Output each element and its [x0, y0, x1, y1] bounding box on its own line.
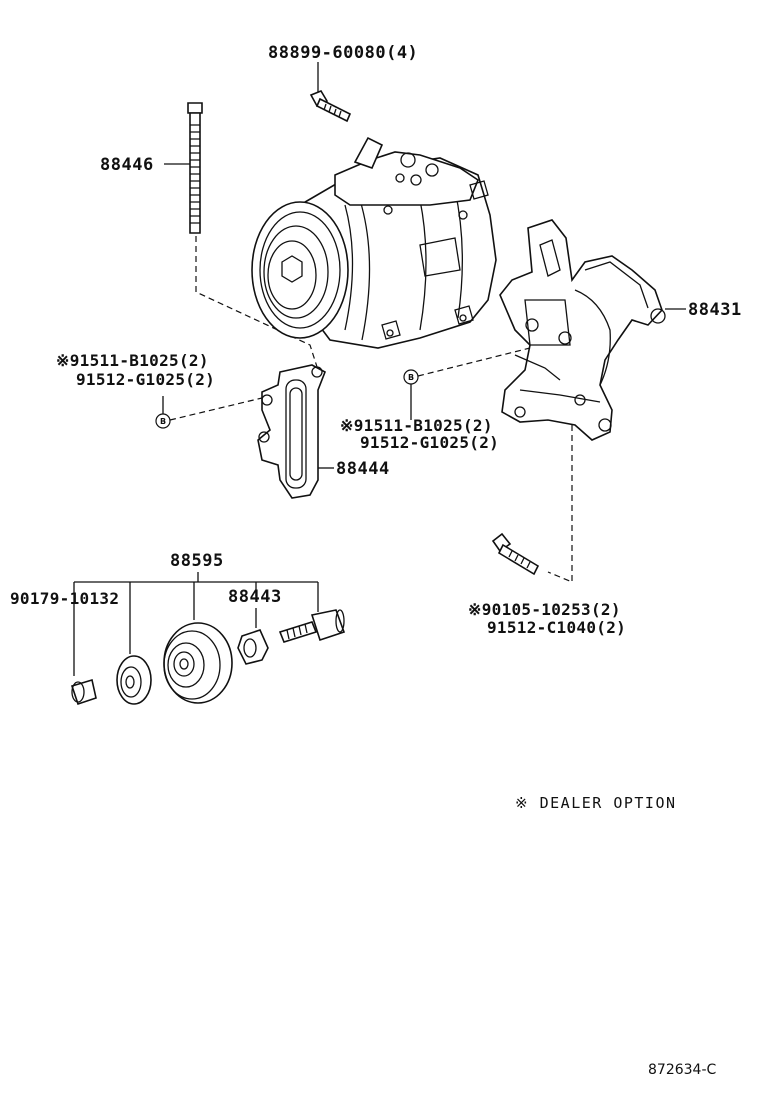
dealer-option-note: ※ DEALER OPTION [515, 794, 677, 812]
label-88443: 88443 [228, 587, 282, 607]
svg-text:B: B [408, 373, 414, 382]
label-dealer-left-2: 91512-G1025(2) [76, 370, 215, 389]
label-88595: 88595 [170, 551, 224, 571]
pulley-kit-bracket-lines [73, 572, 319, 676]
label-dealer-mid-2: 91512-G1025(2) [360, 433, 499, 452]
idler-pulley[interactable] [163, 622, 233, 704]
svg-text:B: B [160, 417, 166, 426]
bolt-90105-10253[interactable] [491, 532, 540, 576]
b-marker-right: B [403, 369, 419, 385]
label-dealer-bottom-2: 91512-C1040(2) [487, 618, 626, 637]
pulley-washer[interactable] [116, 655, 152, 705]
nut-88443[interactable] [237, 629, 269, 665]
label-88899-60080: 88899-60080(4) [268, 43, 418, 63]
bolt-88899-60080[interactable] [309, 90, 352, 123]
bracket-88431[interactable] [499, 219, 666, 441]
diagram-code: 872634-C [648, 1062, 716, 1078]
bracket-88444[interactable] [257, 364, 327, 499]
label-88431: 88431 [688, 300, 742, 320]
label-88444: 88444 [336, 459, 390, 479]
label-90179-10132: 90179-10132 [10, 589, 119, 608]
label-dealer-left-1: ※91511-B1025(2) [56, 351, 209, 370]
idler-bolt[interactable] [278, 609, 346, 643]
label-dealer-mid-1: ※91511-B1025(2) [340, 416, 493, 435]
bearing-90179-10132[interactable] [70, 678, 97, 706]
label-dealer-bottom-1: ※90105-10253(2) [468, 600, 621, 619]
label-88446: 88446 [100, 155, 154, 175]
stud-88446[interactable] [187, 102, 203, 234]
ac-compressor[interactable] [251, 136, 497, 349]
b-marker-left: B [155, 413, 171, 429]
